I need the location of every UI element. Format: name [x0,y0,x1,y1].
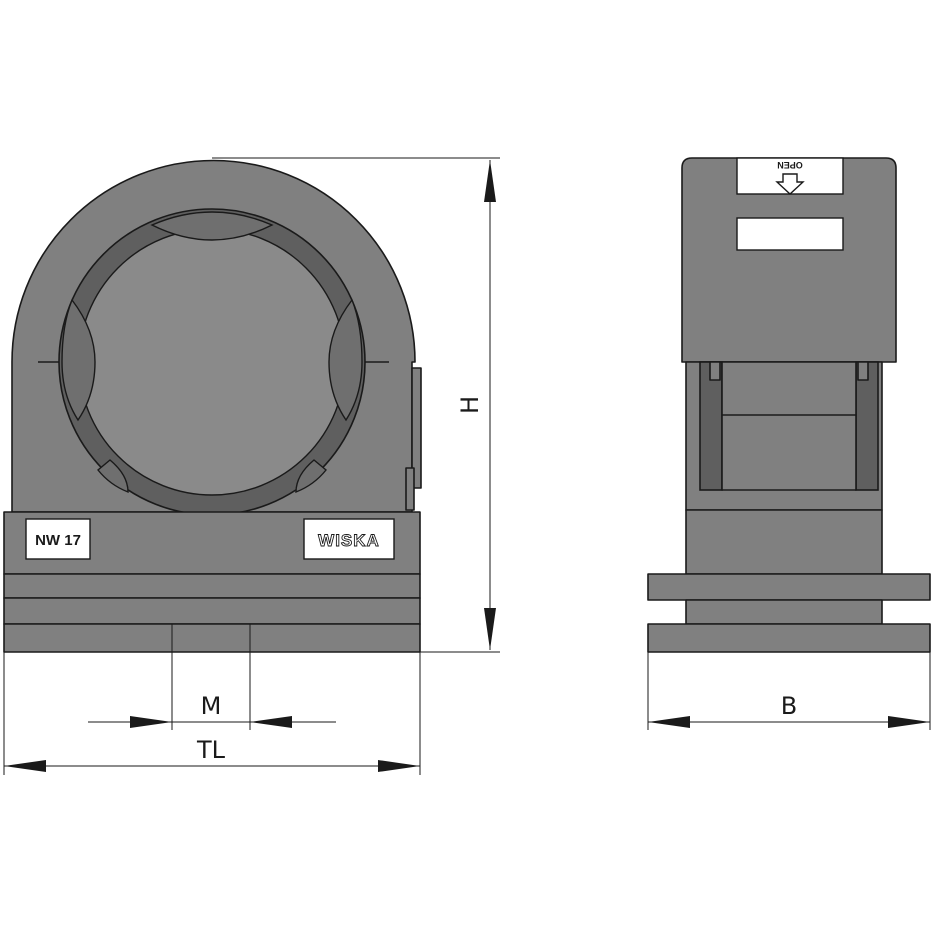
ring-lobe-top [150,211,274,241]
m-label: M [201,692,222,720]
side-base-foot [647,623,931,653]
h-arrow-top [484,160,496,202]
hinge-left-post [699,361,723,491]
b-arrow-left [648,716,690,728]
hinge-left-tab [709,361,721,381]
brand-tag-text: WISKA [318,531,380,550]
b-label: B [781,692,797,720]
side-latch-tab [405,467,415,511]
b-arrow-right [888,716,930,728]
base-rail-upper [3,573,421,599]
tl-label: TL [196,736,226,764]
tl-arrow-right [378,760,420,772]
open-window [736,157,844,195]
size-tag-text: NW 17 [35,532,81,549]
open-arrow-icon [775,173,805,195]
hinge-center [721,361,857,491]
lid [681,157,897,363]
size-tag [25,518,91,560]
tl-arrow-left [4,760,46,772]
side-latch [411,367,422,489]
front-view: NW 17 WISKA [3,159,422,653]
ring-lobe-bottom-left [97,459,129,494]
ring-lobe-left [61,298,96,422]
h-arrow-bottom [484,608,496,650]
open-text: OPEN [777,160,803,170]
h-label: H [456,396,484,414]
brand-tag [303,518,395,560]
clamp-opening [78,228,346,496]
side-base-wing [647,573,931,601]
dimension-lines: H M TL B [3,157,931,775]
side-view: OPEN [647,157,931,653]
side-base-neck [685,599,883,625]
m-arrow-right [250,716,292,728]
ring-lobe-right [328,298,363,422]
hinge-right-post [855,361,879,491]
ring-lobe-bottom-right [295,459,327,494]
lid-slot [736,217,844,251]
m-arrow-left [130,716,172,728]
hinge-right-tab [857,361,869,381]
base-rail-groove [3,597,421,625]
side-base-block [685,509,883,575]
base-foot [3,623,421,653]
